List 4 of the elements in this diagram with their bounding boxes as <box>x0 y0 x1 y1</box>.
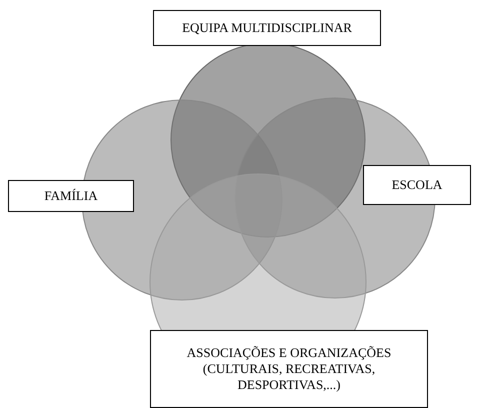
label-box: FAMÍLIA <box>8 180 134 212</box>
label-box: ESCOLA <box>363 165 471 205</box>
label-box: EQUIPA MULTIDISCIPLINAR <box>153 10 381 46</box>
label-box: ASSOCIAÇÕES E ORGANIZAÇÕES (CULTURAIS, RECREATIVAS, DESPORTIVAS,...) <box>150 330 428 408</box>
